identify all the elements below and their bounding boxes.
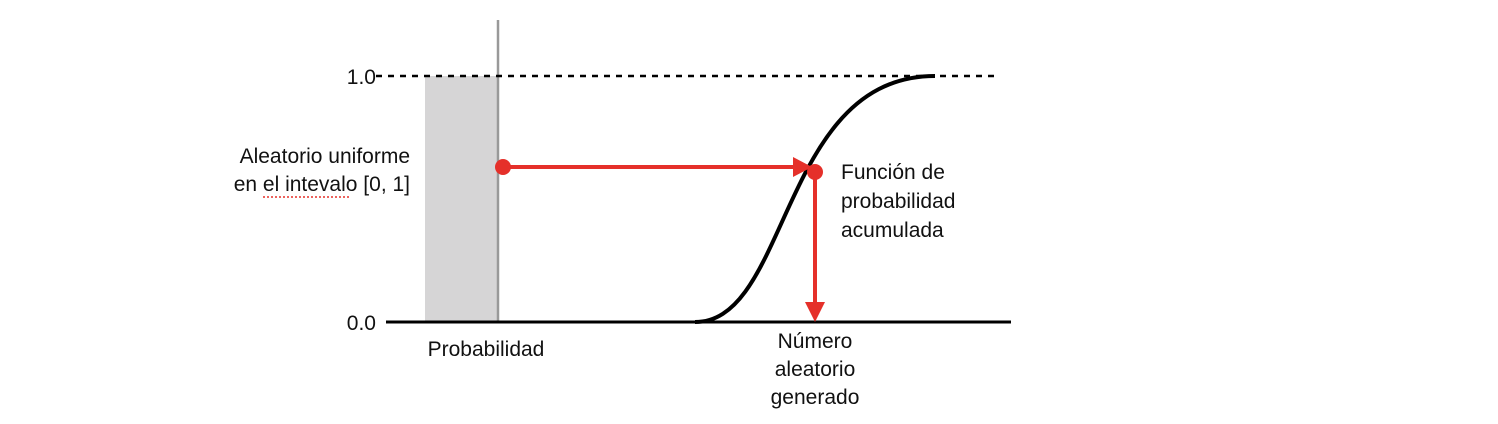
probability-label: Probabilidad xyxy=(428,338,545,361)
cdf-label-line1: Función de xyxy=(841,161,945,184)
generated-label-line2: aleatorio xyxy=(775,358,856,381)
generated-label-line3: generado xyxy=(771,386,860,409)
y-label-top: 1.0 xyxy=(347,66,376,89)
cdf-label-line3: acumulada xyxy=(841,219,944,242)
cdf-label-line2: probabilidad xyxy=(841,190,955,213)
uniform-label-line2: en el intevalo [0, 1] xyxy=(234,173,410,196)
vertical-arrowhead xyxy=(805,302,825,322)
generated-label-line1: Número xyxy=(778,330,853,353)
cdf-curve xyxy=(694,74,936,324)
uniform-label-line1: Aleatorio uniforme xyxy=(240,145,410,168)
sampled-probability-dot xyxy=(495,159,511,175)
uniform-interval-band xyxy=(425,76,498,322)
cdf-intersection-dot xyxy=(807,164,823,180)
misspelled-word: intevalo xyxy=(285,173,357,196)
horizontal-arrowhead xyxy=(793,157,812,177)
y-label-bottom: 0.0 xyxy=(347,312,376,335)
